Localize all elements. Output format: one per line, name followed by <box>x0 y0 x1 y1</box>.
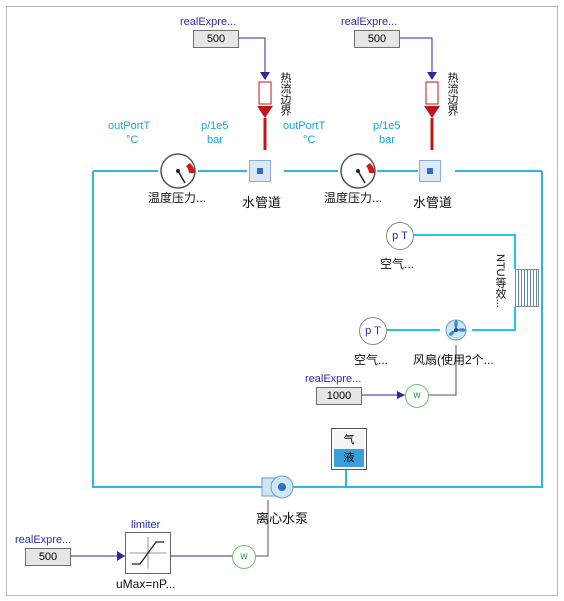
air-source-2[interactable]: p T <box>359 317 387 345</box>
air-source-1-name: 空气... <box>380 257 415 271</box>
heat-boundary-1-label: 热流边界 <box>279 72 291 116</box>
expansion-tank[interactable]: 气 液 <box>331 428 367 470</box>
limiter-label: limiter <box>131 519 161 531</box>
pipe-1[interactable] <box>249 160 271 182</box>
heat-exchanger-name: NTU等效... <box>494 254 506 308</box>
pressure-gauge-icon[interactable] <box>158 151 198 191</box>
pump-const-value[interactable]: 500 <box>25 548 71 566</box>
fan-name: 风扇(使用2个... <box>413 353 494 367</box>
limiter-curve-icon <box>130 537 166 569</box>
heat-source-2-const-value[interactable]: 500 <box>354 30 400 48</box>
ntu-heat-exchanger[interactable] <box>515 269 539 307</box>
fan-speed-const-value[interactable]: 1000 <box>316 387 362 405</box>
sensor-1-p-unit: bar <box>207 134 223 146</box>
pipe-2[interactable] <box>419 160 441 182</box>
limiter-block[interactable] <box>125 532 171 574</box>
shaft-lines <box>254 345 457 557</box>
heat-source-1-const-value[interactable]: 500 <box>193 30 239 48</box>
sensor-1-name: 温度压力... <box>148 191 207 205</box>
signal-arrows <box>117 72 437 561</box>
pressure-gauge-icon[interactable] <box>338 151 378 191</box>
tank-gas-label: 气 <box>334 431 364 449</box>
sensor-2-out-label: outPortT <box>283 120 326 132</box>
air-source-2-name: 空气... <box>354 353 389 367</box>
sensor-1-p-label: p/1e5 <box>201 120 229 132</box>
pump-icon <box>261 475 294 499</box>
fan-speed-const-label: realExpre... <box>305 373 362 385</box>
tank-liquid-label: 液 <box>334 449 364 467</box>
air-lines <box>387 234 516 331</box>
sensor-2-name: 温度压力... <box>324 191 383 205</box>
signal-lines <box>71 37 433 557</box>
limiter-param: uMax=nP... <box>116 577 176 591</box>
heat-source-1-const-label: realExpre... <box>180 16 237 28</box>
heat-boundary-1 <box>257 81 273 150</box>
sensor-1-out-label: outPortT <box>108 120 151 132</box>
pump-const-label: realExpre... <box>15 534 72 546</box>
fan-icon <box>445 319 467 341</box>
sensor-2-p-label: p/1e5 <box>373 120 401 132</box>
pump-name: 离心水泵 <box>256 511 309 526</box>
heat-source-2-const-label: realExpre... <box>341 16 398 28</box>
heat-boundary-2-label: 热流边界 <box>446 72 458 116</box>
pipe-1-name: 水管道 <box>242 195 282 210</box>
heat-boundary-2 <box>424 81 440 150</box>
pump-speed-icon[interactable]: w <box>232 545 256 569</box>
diagram-frame <box>6 6 558 596</box>
sensor-2-p-unit: bar <box>379 134 395 146</box>
sensor-2-out-unit: °C <box>303 134 316 146</box>
air-source-1[interactable]: p T <box>386 222 414 250</box>
sensor-1-out-unit: °C <box>126 134 139 146</box>
pipe-2-name: 水管道 <box>413 195 453 210</box>
fan-speed-icon[interactable]: w <box>405 384 429 408</box>
water-loop <box>92 170 543 488</box>
